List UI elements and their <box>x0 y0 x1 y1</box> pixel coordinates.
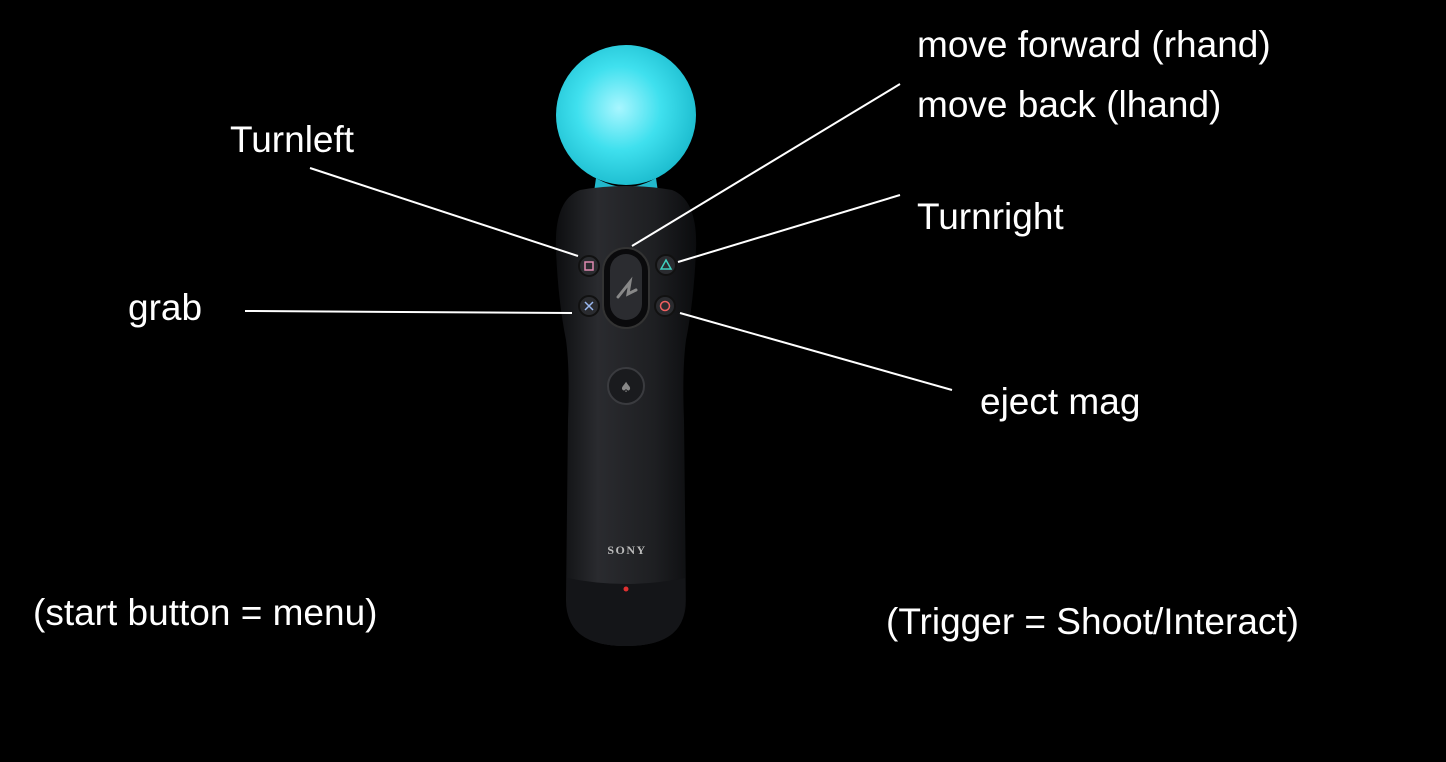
label-start-menu: (start button = menu) <box>33 592 378 633</box>
label-move-back: move back (lhand) <box>917 84 1222 125</box>
label-move-forward: move forward (rhand) <box>917 24 1271 65</box>
cross-icon <box>584 301 594 311</box>
move-logo-icon <box>616 276 638 299</box>
label-turn-right: Turnright <box>917 196 1064 237</box>
ps-button <box>607 367 645 405</box>
turnleft-leader-line <box>309 167 579 257</box>
circle-icon <box>659 300 671 312</box>
label-grab: grab <box>128 287 203 328</box>
square-icon <box>584 261 594 271</box>
turnright-leader-line <box>677 194 901 263</box>
label-eject-mag: eject mag <box>980 381 1141 422</box>
eject-leader-line <box>679 312 953 391</box>
status-led <box>623 586 629 592</box>
circle-button <box>654 295 676 317</box>
triangle-icon <box>659 258 673 270</box>
square-button <box>578 255 600 277</box>
brand-logo: SONY <box>607 543 646 557</box>
controller-base <box>567 578 685 646</box>
triangle-button <box>655 254 677 276</box>
glowing-orb <box>556 45 696 185</box>
ps-logo-icon: ♠ <box>620 380 633 396</box>
label-turn-left: Turnleft <box>230 119 355 160</box>
label-trigger: (Trigger = Shoot/Interact) <box>886 601 1299 642</box>
move-leader-line <box>631 83 901 247</box>
grab-leader-line <box>244 310 573 314</box>
